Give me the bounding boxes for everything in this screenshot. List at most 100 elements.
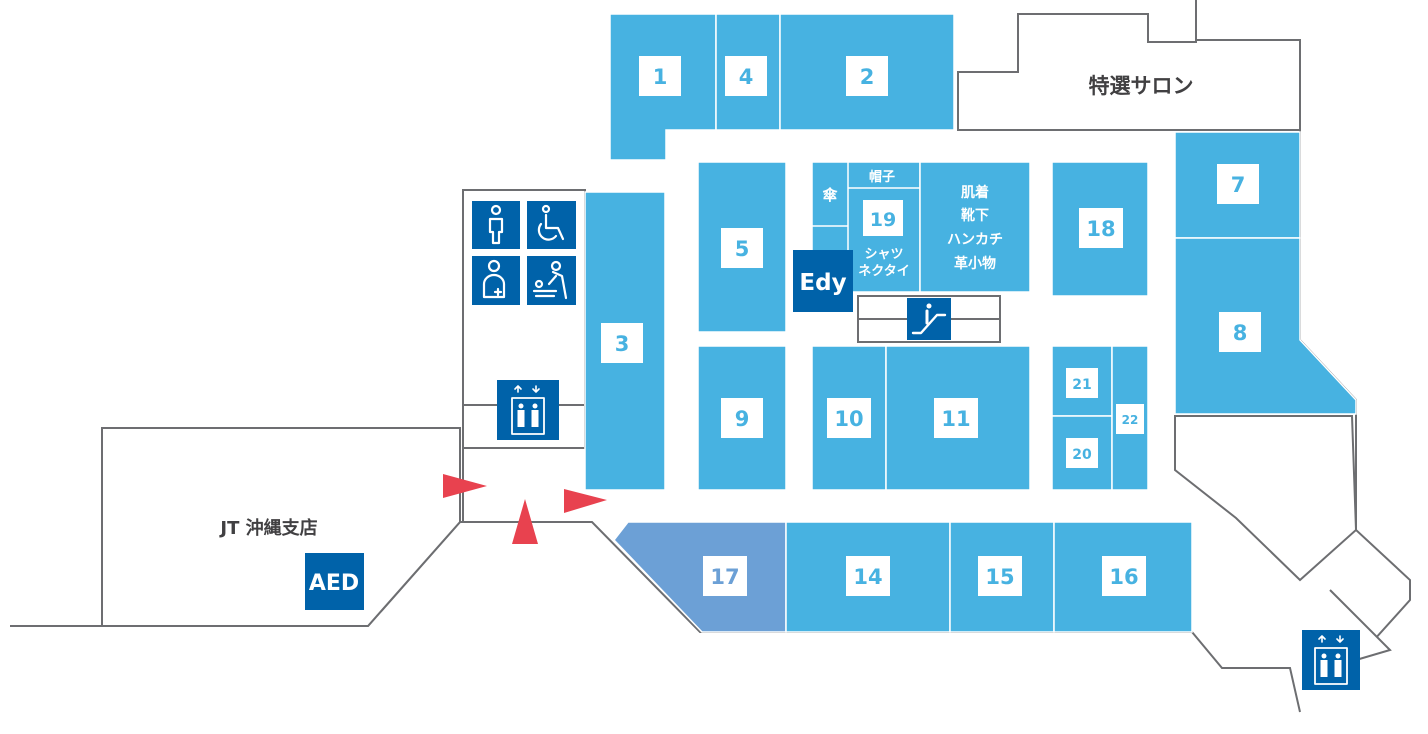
elevator-right-icon-car: [1314, 647, 1348, 685]
store-14-label: 14: [853, 565, 882, 589]
store-19-tag: [863, 200, 903, 236]
wheelchair-icon[interactable]: [527, 201, 576, 249]
edy-badge[interactable]: Edy: [793, 250, 853, 312]
store-8-tag: [1219, 312, 1261, 352]
store-5-tag: [721, 228, 763, 268]
salon-area: [957, 13, 1301, 131]
aed-badge[interactable]: AED: [305, 553, 364, 610]
store-18-block[interactable]: [1051, 161, 1149, 297]
store-17-tag: [703, 556, 747, 596]
store-2-label: 2: [860, 65, 875, 89]
elevator-right-icon-bg: [1302, 630, 1360, 690]
store-21-tag: [1066, 368, 1098, 398]
baby-changing-icon[interactable]: [527, 256, 576, 305]
elevator-right-icon-arrows: [1318, 635, 1344, 643]
store-7-tag: [1217, 164, 1259, 204]
underwear-label: 肌着: [961, 184, 989, 201]
escalator-icon[interactable]: [907, 298, 951, 340]
store-8-block[interactable]: [1174, 237, 1357, 415]
store-18-tag: [1079, 208, 1123, 248]
store-15-tag: [978, 556, 1022, 596]
shirts-label: シャツ: [864, 247, 903, 262]
store-2-tag: [846, 56, 888, 96]
wheelchair-icon-bg: [527, 201, 576, 249]
store-8-label: 8: [1233, 321, 1248, 345]
store-10-tag: [827, 398, 871, 438]
store-4-label: 4: [739, 65, 754, 89]
store-1-label: 1: [653, 65, 668, 89]
jt-branch-area: [101, 427, 461, 627]
entrance-arrow-icon-right-2: [564, 489, 607, 513]
jt-branch-label: JT 沖縄支店: [218, 517, 317, 539]
elevator-icon-person-a-body: [517, 410, 525, 427]
store-labels: 1 4 2 3 5 7 8 9 10 11 14 15 16 17 18 19 …: [601, 56, 1261, 596]
elevator-right-icon-person-a-body: [1320, 660, 1328, 677]
right-stair-outline: [1329, 589, 1392, 661]
store-21-label: 21: [1072, 377, 1091, 393]
nursing-room-icon-cross: [493, 287, 503, 297]
store-notions-block[interactable]: [919, 161, 1031, 293]
store-22-label: 22: [1122, 413, 1139, 427]
entrance-arrows: [443, 474, 607, 544]
facility-badges: Edy AED: [305, 201, 1360, 690]
aed-badge-bg: [305, 553, 364, 610]
store-4-tag: [725, 56, 767, 96]
socks-label: 靴下: [961, 207, 989, 224]
store-19-label: 19: [870, 209, 896, 231]
store-10-label: 10: [834, 407, 863, 431]
baby-changing-icon-baby-head: [534, 279, 544, 289]
store-17-label: 17: [710, 565, 739, 589]
nursing-room-icon[interactable]: [472, 256, 520, 305]
leather-goods-label: 革小物: [954, 255, 996, 272]
store-1-tag: [639, 56, 681, 96]
right-corner-room: [1174, 415, 1358, 582]
elevator-icon-person-b-head: [532, 403, 538, 409]
elevator-icon[interactable]: [497, 380, 559, 440]
wheelchair-icon-head: [541, 204, 551, 214]
nursing-room-icon-head: [487, 259, 501, 273]
store-3-label: 3: [615, 332, 630, 356]
restroom-icon-body: [488, 217, 504, 245]
escalator-icon-head: [926, 303, 932, 309]
restroom-icon-head: [490, 204, 502, 216]
store-9-tag: [721, 398, 763, 438]
store-16-label: 16: [1109, 565, 1138, 589]
zone-labels: 特選サロン JT 沖縄支店 帽子 傘 シャツ ネクタイ 肌着 靴下 ハンカチ 革…: [218, 74, 1193, 539]
elevator-right-icon-person-a-head: [1321, 653, 1327, 659]
hats-label: 帽子: [869, 169, 895, 185]
nursing-room-icon-body: [482, 273, 506, 299]
handkerchief-label: ハンカチ: [947, 232, 1003, 248]
wheelchair-icon-chair: [537, 213, 565, 241]
store-15-label: 15: [985, 565, 1014, 589]
store-18-label: 18: [1086, 217, 1115, 241]
store-7-label: 7: [1231, 173, 1246, 197]
store-11-label: 11: [941, 407, 970, 431]
elevator-icon-arrows: [514, 385, 540, 393]
baby-changing-icon-table: [532, 289, 558, 298]
baby-changing-icon-adult-head: [550, 260, 562, 272]
store-11-tag: [934, 398, 978, 438]
store-16-tag: [1102, 556, 1146, 596]
store-5-label: 5: [735, 237, 750, 261]
restroom-icon[interactable]: [472, 201, 520, 249]
store-20-label: 20: [1072, 447, 1092, 463]
elevator-right-icon-person-b-head: [1335, 653, 1341, 659]
neckties-label: ネクタイ: [858, 264, 909, 279]
entrance-arrow-icon-right-1: [443, 474, 487, 498]
elevator-icon-right[interactable]: [1302, 630, 1360, 690]
entrance-arrow-icon-up: [512, 499, 538, 544]
store-3-tag: [601, 323, 643, 363]
edy-badge-label: Edy: [799, 270, 846, 296]
store-17-block[interactable]: [613, 521, 787, 633]
elevator-icon-bg: [497, 380, 559, 440]
aed-badge-label: AED: [309, 571, 359, 596]
elevator-icon-person-b-body: [531, 410, 539, 427]
baby-changing-icon-adult-body: [547, 270, 568, 300]
store-20-tag: [1066, 438, 1098, 468]
umbrella-label: 傘: [822, 186, 838, 204]
edy-badge-bg: [793, 250, 853, 312]
elevator-icon-person-a-head: [518, 403, 524, 409]
store-14-tag: [846, 556, 890, 596]
restroom-icon-bg: [472, 201, 520, 249]
salon-label: 特選サロン: [1089, 74, 1194, 98]
